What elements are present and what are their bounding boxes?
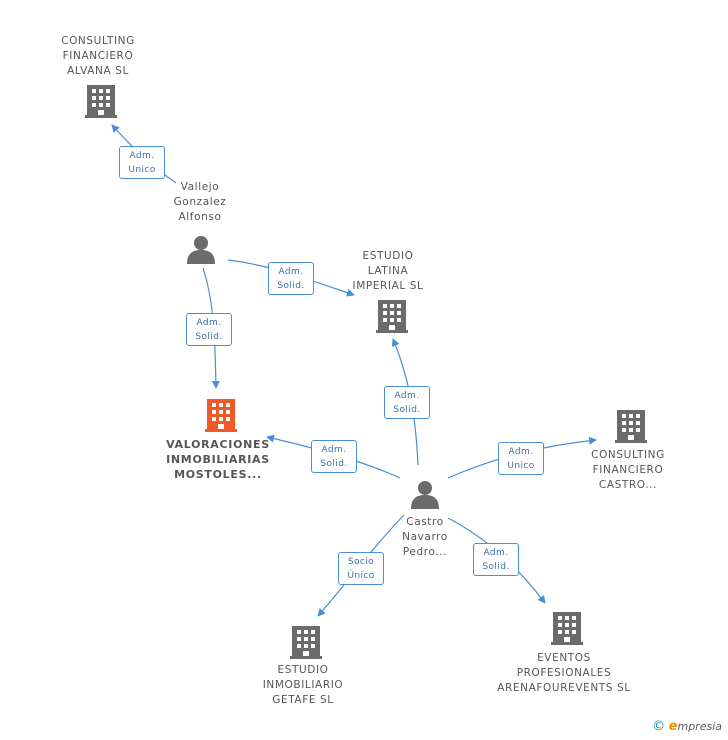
node-label-consulting-castro[interactable]: CONSULTING FINANCIERO CASTRO... bbox=[591, 449, 665, 491]
node-label-vallejo[interactable]: Vallejo Gonzalez Alfonso bbox=[173, 181, 227, 223]
node-label-valoraciones[interactable]: VALORACIONES INMOBILIARIAS MOSTOLES... bbox=[166, 438, 270, 481]
node-label-consulting-alvana[interactable]: CONSULTING FINANCIERO ALVANA SL bbox=[61, 35, 135, 77]
edge-label-castro-eventos[interactable]: Adm. Solid. bbox=[473, 543, 519, 576]
edge-label-vallejo-estudio-latina[interactable]: Adm. Solid. bbox=[268, 262, 314, 295]
building-icon-highlighted[interactable] bbox=[205, 399, 237, 432]
edge-label-castro-consulting-castro[interactable]: Adm. Unico bbox=[498, 442, 544, 475]
node-label-eventos[interactable]: EVENTOS PROFESIONALES ARENAFOUREVENTS SL bbox=[497, 652, 631, 694]
building-icon[interactable] bbox=[615, 410, 647, 443]
building-icon[interactable] bbox=[290, 626, 322, 659]
edge-label-vallejo-valoraciones[interactable]: Adm. Solid. bbox=[186, 313, 232, 346]
node-label-castro[interactable]: Castro Navarro Pedro... bbox=[402, 516, 448, 558]
building-icon[interactable] bbox=[551, 612, 583, 645]
person-icon[interactable] bbox=[187, 236, 215, 264]
brand-footer[interactable]: © empresia bbox=[652, 719, 722, 734]
edge-label-castro-estudio-latina[interactable]: Adm. Solid. bbox=[384, 386, 430, 419]
node-label-estudio-latina[interactable]: ESTUDIO LATINA IMPERIAL SL bbox=[352, 250, 424, 292]
person-icon[interactable] bbox=[411, 481, 439, 509]
edge-label-castro-estudio-getafe[interactable]: Socio Único bbox=[338, 552, 384, 585]
building-icon[interactable] bbox=[376, 300, 408, 333]
brand-logo-text: mpresia bbox=[677, 720, 722, 733]
copyright-symbol: © bbox=[652, 719, 666, 734]
building-icon[interactable] bbox=[85, 85, 117, 118]
node-label-estudio-getafe[interactable]: ESTUDIO INMOBILIARIO GETAFE SL bbox=[262, 664, 344, 706]
brand-logo-initial: e bbox=[668, 719, 678, 734]
edge-label-vallejo-consulting-alvana[interactable]: Adm. Unico bbox=[119, 146, 165, 179]
edge-label-castro-valoraciones[interactable]: Adm. Solid. bbox=[311, 440, 357, 473]
